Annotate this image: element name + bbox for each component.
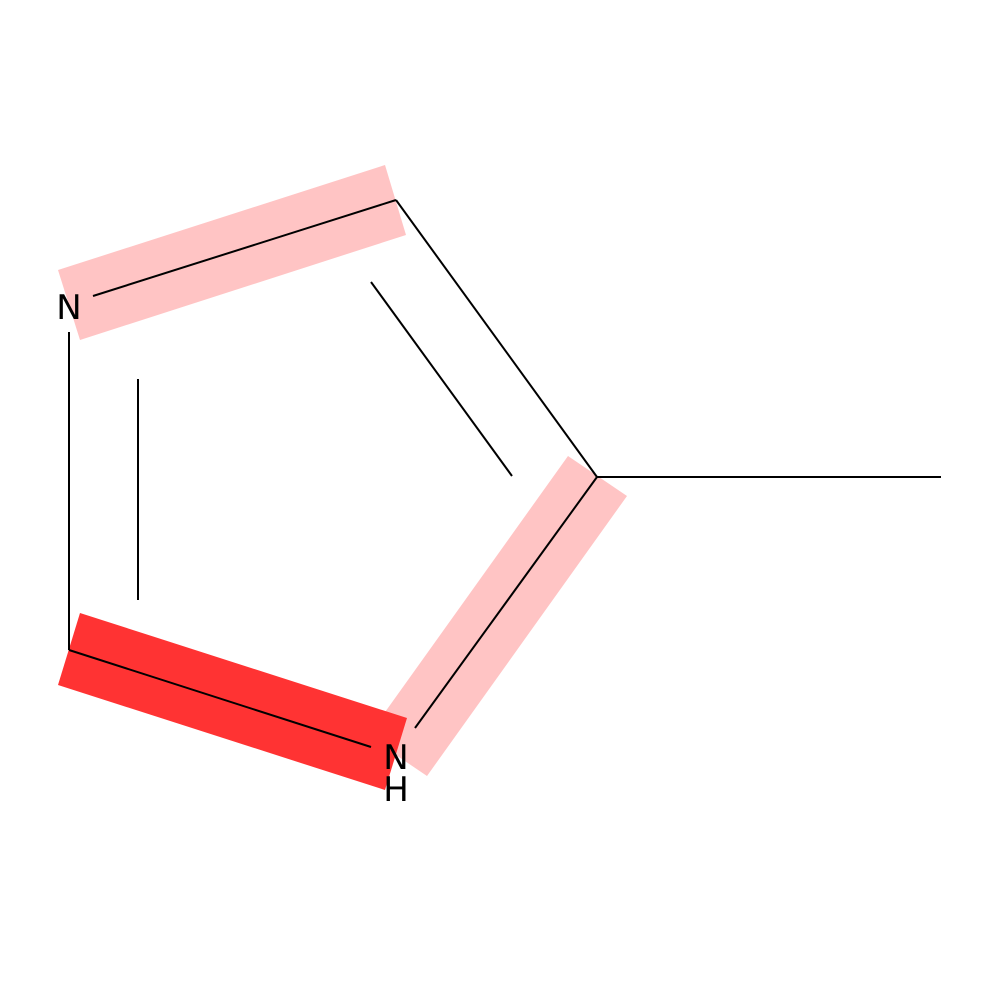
bond-c-right-nh (414, 476, 598, 729)
bond-n1-c-top (92, 199, 397, 297)
highlight-c-nh (368, 456, 627, 776)
atom-n1-label: N (56, 288, 81, 328)
bonds (68, 199, 941, 748)
atom-n2-label: N (383, 738, 408, 778)
atom-n2-hydrogen-label: H (383, 770, 409, 810)
bond-highlights (58, 165, 627, 790)
bond-c-top-c-right-inner (370, 281, 513, 477)
bond-c-bottom-nh (68, 649, 372, 748)
bond-c-top-c-right (395, 199, 598, 478)
atom-labels: N N H (56, 288, 409, 810)
